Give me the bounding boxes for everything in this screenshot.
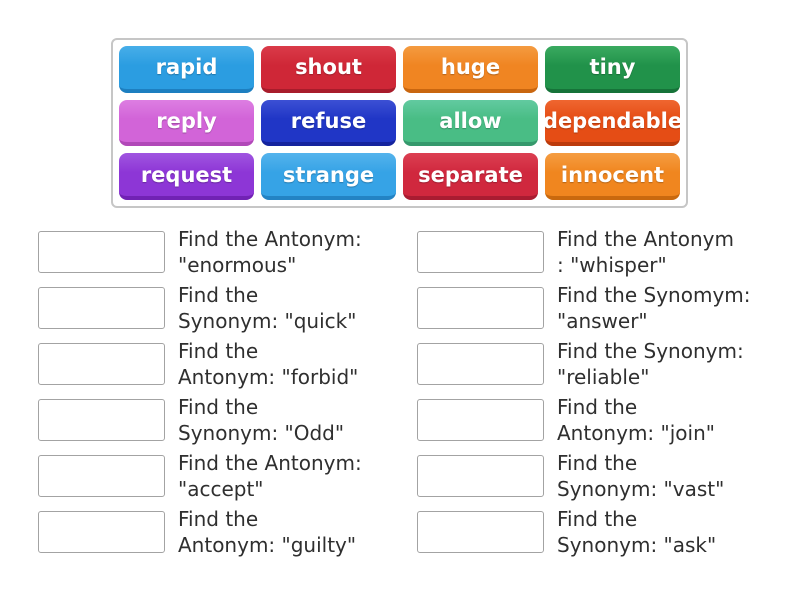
match-item: Find the Antonym: "guilty" bbox=[38, 507, 408, 557]
word-tile-allow[interactable]: allow bbox=[403, 99, 538, 147]
word-tile-huge[interactable]: huge bbox=[403, 46, 538, 93]
word-tile-label: request bbox=[140, 162, 233, 187]
match-item: Find the Antonym: "accept" bbox=[38, 451, 408, 501]
word-tile-request[interactable]: request bbox=[119, 153, 254, 200]
match-column-right: Find the Antonym : "whisper" Find the Sy… bbox=[417, 227, 787, 567]
word-tile-reply[interactable]: reply bbox=[119, 99, 254, 147]
word-tile-refuse[interactable]: refuse bbox=[261, 99, 396, 147]
word-tile-label: reply bbox=[156, 108, 217, 133]
match-item-text: Find the Antonym: "guilty" bbox=[178, 507, 357, 557]
drop-zone[interactable] bbox=[417, 511, 544, 553]
drop-zone[interactable] bbox=[417, 455, 544, 497]
word-tile-label: refuse bbox=[290, 108, 367, 133]
match-item-text: Find the Antonym: "enormous" bbox=[178, 227, 362, 277]
match-column-left: Find the Antonym: "enormous" Find the Sy… bbox=[38, 227, 408, 567]
word-tile-label: shout bbox=[295, 55, 362, 80]
drop-zone[interactable] bbox=[38, 343, 165, 385]
word-tile-innocent[interactable]: innocent bbox=[545, 153, 680, 200]
word-tile-dependable[interactable]: dependable bbox=[545, 99, 680, 147]
match-item: Find the Antonym: "enormous" bbox=[38, 227, 408, 277]
match-item: Find the Synonym: "vast" bbox=[417, 451, 787, 501]
word-tile-rapid[interactable]: rapid bbox=[119, 46, 254, 93]
drop-zone[interactable] bbox=[38, 399, 165, 441]
drop-zone[interactable] bbox=[417, 287, 544, 329]
match-item-text: Find the Antonym: "accept" bbox=[178, 451, 362, 501]
drop-zone[interactable] bbox=[38, 231, 165, 273]
match-item: Find the Synonym: "ask" bbox=[417, 507, 787, 557]
word-tile-panel: rapid shout huge tiny reply refuse allow… bbox=[111, 38, 688, 208]
match-item-text: Find the Synonym: "vast" bbox=[557, 451, 725, 501]
match-item-text: Find the Antonym : "whisper" bbox=[557, 227, 734, 277]
drop-zone[interactable] bbox=[417, 399, 544, 441]
word-tile-label: innocent bbox=[560, 162, 665, 187]
word-tile-separate[interactable]: separate bbox=[403, 153, 538, 200]
word-tile-label: dependable bbox=[545, 108, 680, 133]
word-tile-label: strange bbox=[282, 162, 375, 187]
match-item-text: Find the Antonym: "join" bbox=[557, 395, 715, 445]
word-tile-strange[interactable]: strange bbox=[261, 153, 396, 200]
drop-zone[interactable] bbox=[417, 231, 544, 273]
word-tile-shout[interactable]: shout bbox=[261, 46, 396, 93]
word-tile-label: separate bbox=[418, 162, 523, 187]
match-item: Find the Synonym: "reliable" bbox=[417, 339, 787, 389]
drop-zone[interactable] bbox=[38, 511, 165, 553]
drop-zone[interactable] bbox=[417, 343, 544, 385]
match-item-text: Find the Synonym: "Odd" bbox=[178, 395, 345, 445]
match-item-text: Find the Synonym: "ask" bbox=[557, 507, 717, 557]
match-item-text: Find the Antonym: "forbid" bbox=[178, 339, 359, 389]
word-tile-tiny[interactable]: tiny bbox=[545, 46, 680, 93]
word-tile-label: huge bbox=[440, 55, 501, 80]
match-item: Find the Synonym: "Odd" bbox=[38, 395, 408, 445]
match-item: Find the Synonym: "quick" bbox=[38, 283, 408, 333]
word-tile-label: tiny bbox=[589, 55, 636, 80]
match-item-text: Find the Synonym: "quick" bbox=[178, 283, 357, 333]
word-tile-label: allow bbox=[439, 108, 502, 133]
match-item: Find the Antonym: "join" bbox=[417, 395, 787, 445]
drop-zone[interactable] bbox=[38, 287, 165, 329]
match-item: Find the Antonym: "forbid" bbox=[38, 339, 408, 389]
drop-zone[interactable] bbox=[38, 455, 165, 497]
match-item-text: Find the Synomym: "answer" bbox=[557, 283, 751, 333]
match-item: Find the Synomym: "answer" bbox=[417, 283, 787, 333]
word-tile-label: rapid bbox=[155, 55, 218, 80]
match-item-text: Find the Synonym: "reliable" bbox=[557, 339, 744, 389]
match-item: Find the Antonym : "whisper" bbox=[417, 227, 787, 277]
